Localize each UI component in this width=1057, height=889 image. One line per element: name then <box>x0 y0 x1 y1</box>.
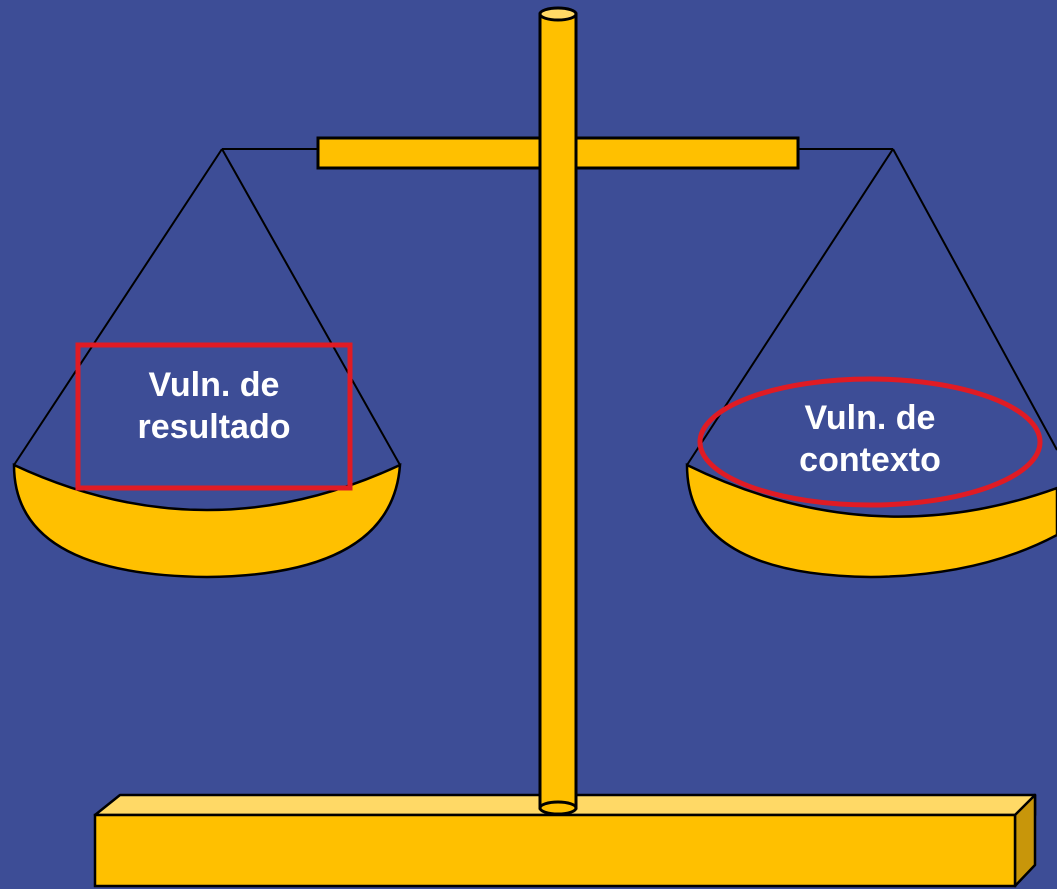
scale-pole <box>538 6 578 816</box>
right-pan-label: Vuln. de contexto <box>705 397 1035 481</box>
scale-pole-top <box>538 6 578 22</box>
left-pan-label: Vuln. de resultado <box>78 364 350 448</box>
right-pan-label-line-2: contexto <box>799 441 941 479</box>
scale-base <box>93 793 1037 888</box>
right-pan-label-line-1: Vuln. de <box>804 399 936 437</box>
left-pan <box>12 462 402 579</box>
right-pan <box>685 462 1057 579</box>
left-pan-label-line-1: Vuln. de <box>148 366 280 404</box>
left-highlight-rectangle <box>75 342 353 491</box>
right-highlight-ellipse <box>697 376 1043 508</box>
left-pan-label-line-2: resultado <box>137 408 291 446</box>
scale-base-front <box>93 813 1017 888</box>
left-pan-strings <box>13 148 401 466</box>
